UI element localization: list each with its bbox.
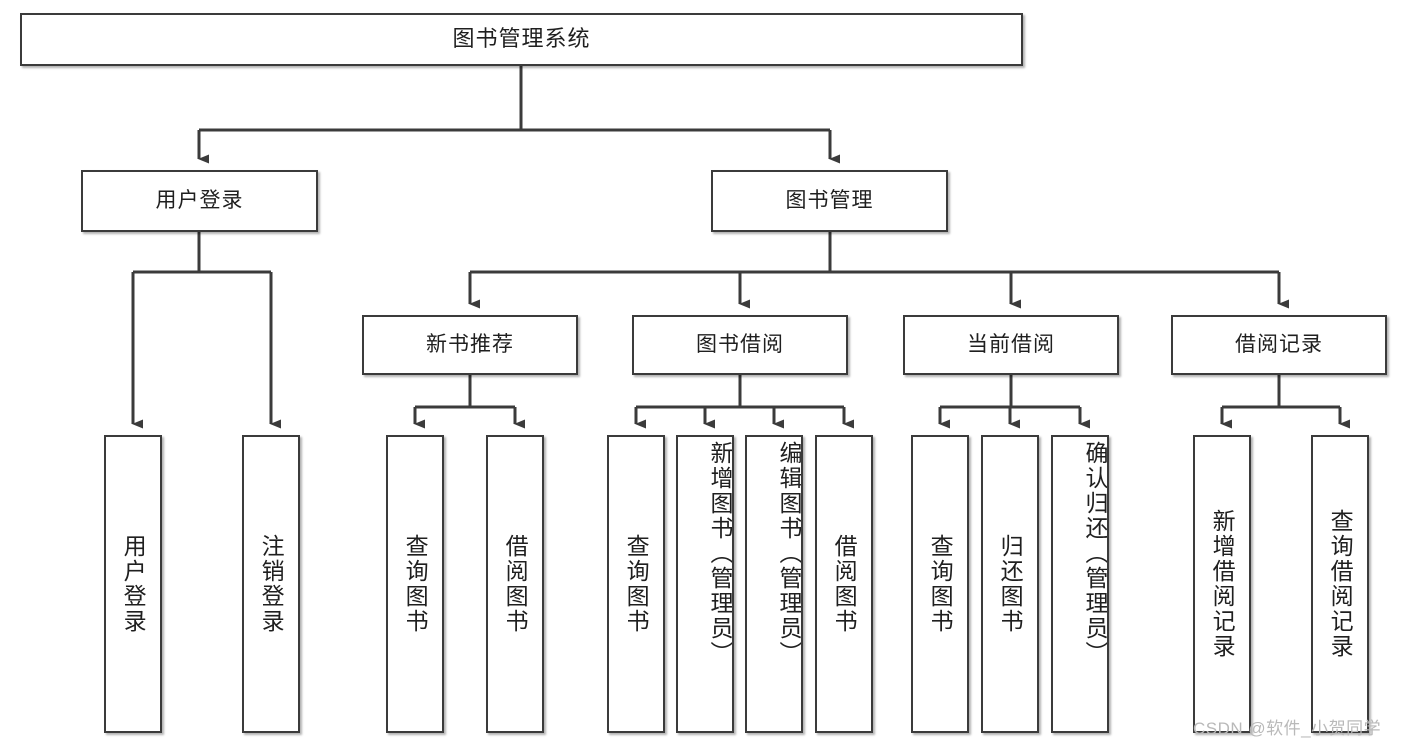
- leaf-nb-query-book[interactable]: 查询图书: [386, 435, 444, 733]
- node-user-login[interactable]: 用户登录: [81, 170, 318, 232]
- node-label: 新增图书（管理员）: [707, 441, 733, 666]
- node-label: 图书管理系统: [452, 26, 591, 52]
- node-label: 注销登录: [258, 534, 285, 634]
- node-label: 图书管理: [785, 189, 874, 213]
- node-book-borrow[interactable]: 图书借阅: [632, 315, 848, 375]
- node-label: 归还图书: [997, 534, 1024, 634]
- leaf-cb-query-book[interactable]: 查询图书: [911, 435, 969, 733]
- node-borrow-record[interactable]: 借阅记录: [1171, 315, 1387, 375]
- node-label: 图书借阅: [696, 333, 784, 357]
- node-current-borrow[interactable]: 当前借阅: [903, 315, 1119, 375]
- leaf-logout[interactable]: 注销登录: [242, 435, 300, 733]
- leaf-bb-edit-book-admin[interactable]: 编辑图书（管理员）: [745, 435, 803, 733]
- leaf-cb-return-book[interactable]: 归还图书: [981, 435, 1039, 733]
- node-label: 用户登录: [120, 534, 147, 634]
- node-label: 借阅图书: [502, 534, 529, 634]
- node-label: 新增借阅记录: [1209, 509, 1236, 659]
- node-label: 查询图书: [623, 534, 650, 634]
- leaf-br-query-record[interactable]: 查询借阅记录: [1311, 435, 1369, 733]
- node-label: 借阅记录: [1235, 333, 1323, 357]
- leaf-cb-confirm-return-admin[interactable]: 确认归还（管理员）: [1051, 435, 1109, 733]
- node-label: 编辑图书（管理员）: [776, 441, 802, 666]
- leaf-br-add-record[interactable]: 新增借阅记录: [1193, 435, 1251, 733]
- node-label: 用户登录: [155, 189, 244, 213]
- leaf-user-login[interactable]: 用户登录: [104, 435, 162, 733]
- node-label: 当前借阅: [967, 333, 1055, 357]
- leaf-bb-query-book[interactable]: 查询图书: [607, 435, 665, 733]
- node-label: 确认归还（管理员）: [1082, 441, 1108, 666]
- node-label: 查询图书: [402, 534, 429, 634]
- leaf-bb-borrow-book[interactable]: 借阅图书: [815, 435, 873, 733]
- node-root-book-management-system[interactable]: 图书管理系统: [20, 13, 1023, 66]
- leaf-nb-borrow-book[interactable]: 借阅图书: [486, 435, 544, 733]
- node-label: 查询图书: [927, 534, 954, 634]
- node-new-book-recommend[interactable]: 新书推荐: [362, 315, 578, 375]
- node-label: 新书推荐: [426, 333, 514, 357]
- node-book-management[interactable]: 图书管理: [711, 170, 948, 232]
- node-label: 借阅图书: [831, 534, 858, 634]
- node-label: 查询借阅记录: [1327, 509, 1354, 659]
- leaf-bb-add-book-admin[interactable]: 新增图书（管理员）: [676, 435, 734, 733]
